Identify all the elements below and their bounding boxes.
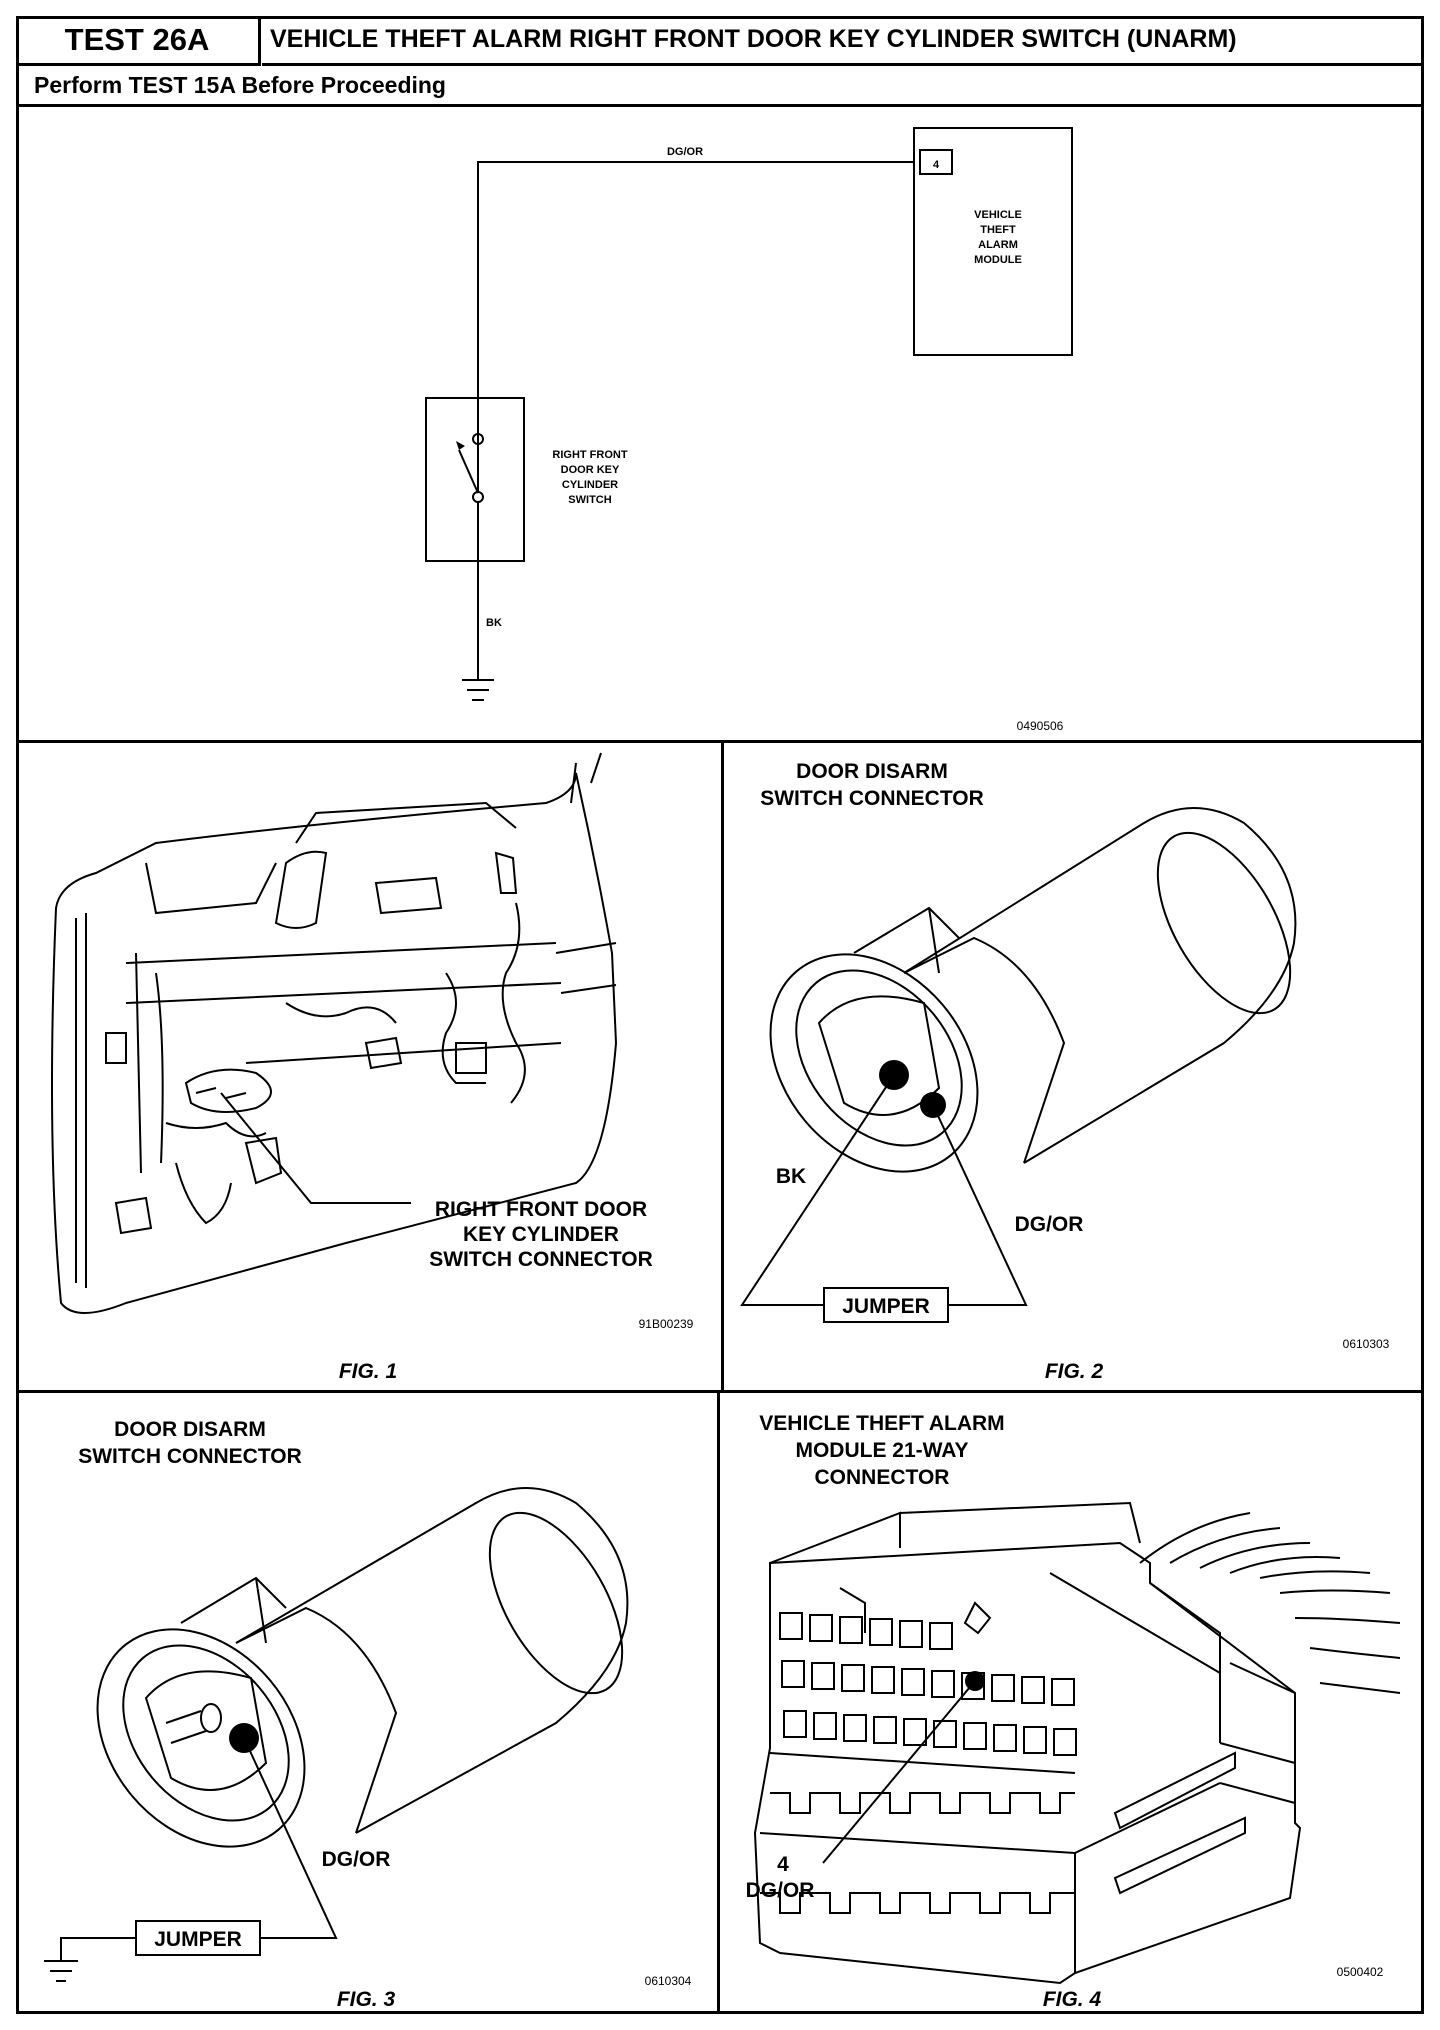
cavity-row-middle: [781, 1660, 1075, 1706]
test-title: VEHICLE THEFT ALARM RIGHT FRONT DOOR KEY…: [262, 16, 1424, 66]
switch-box: [425, 397, 525, 562]
fig2-jumper-box: [823, 1287, 949, 1323]
fig4-wire: DG/OR: [746, 1879, 815, 1902]
fig2-caption: FIG. 2: [1045, 1360, 1104, 1383]
module-box: [913, 127, 1073, 356]
connector-face-inner: [122, 1644, 290, 1822]
fig2-title-2: SWITCH CONNECTOR: [760, 787, 984, 810]
switch-contact-bottom: [472, 491, 484, 503]
module-label-2: THEFT: [980, 224, 1016, 236]
fig2-jumper-wire-a: [740, 1074, 895, 1306]
ground-symbol: [44, 1960, 78, 1982]
fig1-caption: FIG. 1: [339, 1360, 397, 1383]
divider-middle: [16, 1390, 1424, 1393]
fig4-code: 0500402: [1337, 1965, 1384, 1979]
fig1-callout-3: SWITCH CONNECTOR: [429, 1248, 653, 1271]
door-outline: [51, 772, 618, 1314]
divider-schematic: [16, 740, 1424, 743]
fig4-caption: FIG. 4: [1043, 1988, 1102, 2011]
pin-box: [919, 149, 953, 175]
fig2-title-1: DOOR DISARM: [796, 760, 948, 783]
connector-housing: [753, 1541, 1302, 1985]
fig2-connector-drawing: DOOR DISARM SWITCH CONNECTOR BK DG/OR JU…: [740, 760, 1390, 1383]
connector-body: [235, 1487, 629, 1834]
wire-top-label: DG/OR: [667, 146, 703, 158]
fig1-callout-1: RIGHT FRONT DOOR: [435, 1198, 647, 1221]
fig3-jumper-label: JUMPER: [154, 1928, 242, 1951]
switch-blade: [458, 449, 479, 494]
pin-label: 4: [933, 159, 940, 171]
divider-vertical-1: [721, 740, 724, 1390]
fig3-caption: FIG. 3: [337, 1988, 396, 2011]
empty-terminal: [200, 1703, 222, 1733]
fig4-title-2: MODULE 21-WAY: [795, 1439, 968, 1462]
schematic-diagram: DG/OR 4 VEHICLE THEFT ALARM MODULE RIGHT…: [425, 127, 1073, 733]
ground-symbol: [462, 679, 494, 701]
fig3-title-1: DOOR DISARM: [114, 1418, 266, 1441]
fig2-code: 0610303: [1343, 1337, 1390, 1351]
switch-label-2: DOOR KEY: [561, 464, 620, 476]
module-label-1: VEHICLE: [974, 209, 1022, 221]
fig3-title-2: SWITCH CONNECTOR: [78, 1445, 302, 1468]
latch: [963, 1601, 992, 1635]
connector-face-outer: [96, 1628, 306, 1848]
switch-label-1: RIGHT FRONT: [552, 449, 627, 461]
schematic-code: 0490506: [1017, 719, 1064, 733]
module-label-3: ALARM: [978, 239, 1018, 251]
test-id: TEST 26A: [16, 16, 261, 66]
fig4-title-1: VEHICLE THEFT ALARM: [759, 1412, 1004, 1435]
fig3-jumper-wire: [243, 1737, 338, 1939]
fig4-pin: 4: [777, 1853, 789, 1876]
page-frame: [16, 16, 1424, 2014]
fig4-connector-drawing: VEHICLE THEFT ALARM MODULE 21-WAY CONNEC…: [746, 1412, 1401, 2011]
fig4-title-3: CONNECTOR: [815, 1466, 950, 1489]
fig4-leader: [822, 1680, 976, 1864]
connector-face-outer: [769, 953, 979, 1173]
fig2-jumper-wire-b: [932, 1104, 1028, 1306]
test-subtitle: Perform TEST 15A Before Proceeding: [16, 66, 1424, 107]
connector-body: [903, 807, 1297, 1164]
switch-label-4: SWITCH: [568, 494, 611, 506]
wire-bottom-label: BK: [486, 617, 502, 629]
fig3-wire: DG/OR: [322, 1848, 391, 1871]
fig1-door-drawing: RIGHT FRONT DOOR KEY CYLINDER SWITCH CON…: [51, 752, 694, 1383]
fig1-callout-2: KEY CYLINDER: [463, 1223, 619, 1246]
wire-harness: [1139, 1512, 1401, 1694]
connector-face-inner: [795, 969, 963, 1147]
cavity-row-top: [779, 1612, 953, 1650]
fig2-wire-b: DG/OR: [1015, 1213, 1084, 1236]
wire-dg-or: [477, 161, 915, 583]
fig3-code: 0610304: [645, 1974, 692, 1988]
cavity-row-bottom: [760, 1710, 1077, 1914]
fig2-jumper-label: JUMPER: [842, 1295, 930, 1318]
fig1-leader: [220, 1092, 411, 1204]
switch-label-3: CYLINDER: [562, 479, 618, 491]
fig1-code: 91B00239: [639, 1317, 694, 1331]
module-label-4: MODULE: [974, 254, 1022, 266]
divider-vertical-2: [717, 1390, 720, 2014]
fig3-connector-drawing: DOOR DISARM SWITCH CONNECTOR DG/OR JUMPE…: [44, 1418, 692, 2011]
fig2-wire-a: BK: [776, 1165, 806, 1188]
